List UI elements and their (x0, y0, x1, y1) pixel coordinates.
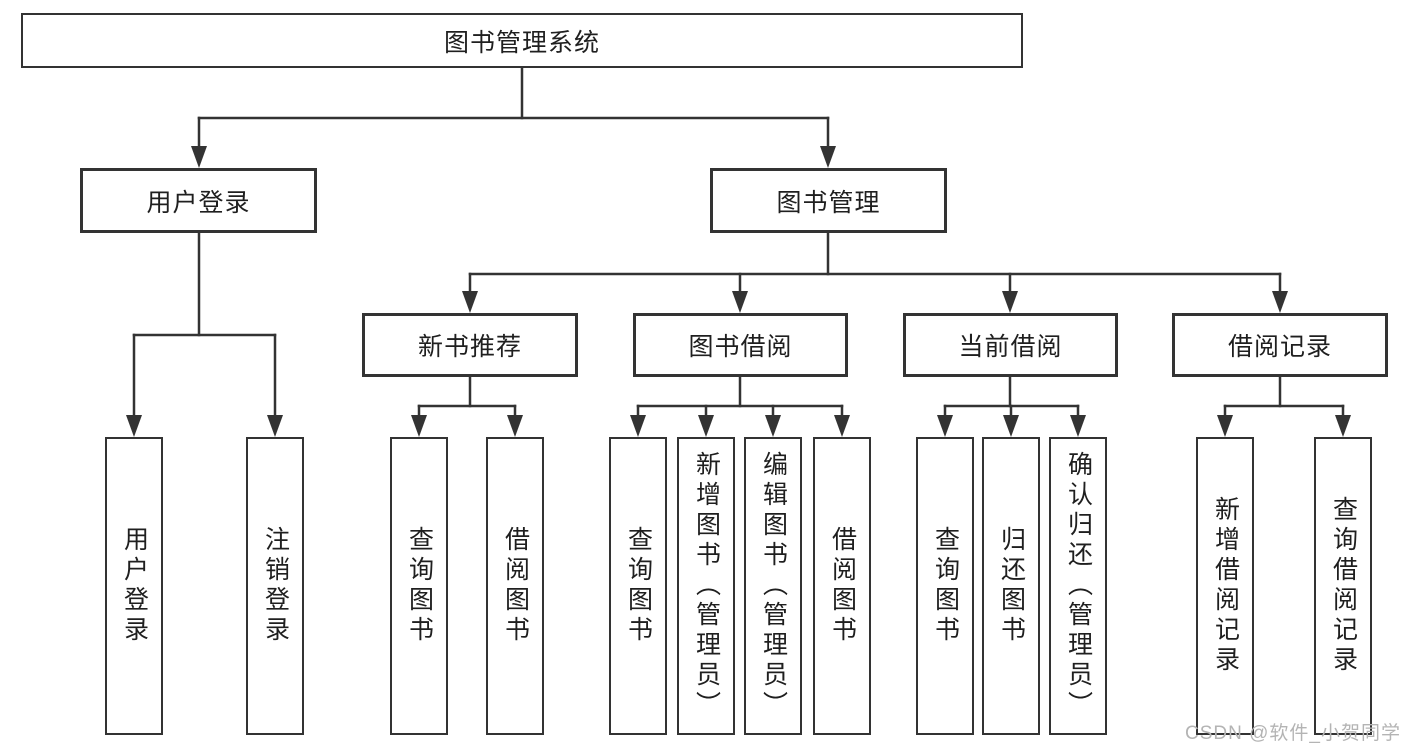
node-book-management-label: 图书管理 (776, 188, 881, 217)
leaf-confirm-return-admin-label: 确认归还︵管理员︶ (1064, 451, 1093, 721)
node-new-book-recommend-label: 新书推荐 (417, 333, 522, 361)
leaf-return-books-label: 归还图书 (997, 526, 1026, 646)
leaf-logout: 注销登录 (246, 437, 304, 735)
watermark: CSDN @软件_小贺同学 (1185, 723, 1401, 744)
leaf-edit-book-admin-label: 编辑图书︵管理员︶ (759, 451, 788, 721)
node-user-login: 用户登录 (80, 168, 317, 233)
node-root-label: 图书管理系统 (443, 28, 600, 57)
node-borrow-records: 借阅记录 (1172, 313, 1388, 377)
leaf-query-borrow-record-label: 查询借阅记录 (1329, 496, 1358, 676)
node-current-borrow-label: 当前借阅 (958, 333, 1063, 361)
leaf-newrec-borrow-books: 借阅图书 (486, 437, 544, 735)
leaf-edit-book-admin: 编辑图书︵管理员︶ (744, 437, 802, 735)
node-new-book-recommend: 新书推荐 (362, 313, 578, 377)
leaf-add-borrow-record: 新增借阅记录 (1196, 437, 1254, 735)
leaf-add-book-admin: 新增图书︵管理员︶ (677, 437, 735, 735)
leaf-borrow-query-books-label: 查询图书 (624, 526, 653, 646)
arrowheads (126, 146, 1351, 437)
leaf-newrec-borrow-books-label: 借阅图书 (501, 526, 530, 646)
leaf-query-borrow-record: 查询借阅记录 (1314, 437, 1372, 735)
leaf-add-book-admin-label: 新增图书︵管理员︶ (692, 451, 721, 721)
leaf-logout-label: 注销登录 (261, 526, 290, 646)
leaf-confirm-return-admin: 确认归还︵管理员︶ (1049, 437, 1107, 735)
node-book-management: 图书管理 (710, 168, 947, 233)
leaf-borrow-borrow-books: 借阅图书 (813, 437, 871, 735)
leaf-borrow-borrow-books-label: 借阅图书 (828, 526, 857, 646)
node-root: 图书管理系统 (21, 13, 1023, 68)
node-book-borrow-label: 图书借阅 (688, 333, 793, 361)
leaf-current-query-books-label: 查询图书 (931, 526, 960, 646)
node-borrow-records-label: 借阅记录 (1227, 333, 1332, 361)
node-user-login-label: 用户登录 (146, 188, 251, 217)
leaf-add-borrow-record-label: 新增借阅记录 (1211, 496, 1240, 676)
leaf-newrec-query-books-label: 查询图书 (405, 526, 434, 646)
node-book-borrow: 图书借阅 (633, 313, 848, 377)
leaf-user-login-label: 用户登录 (120, 526, 149, 646)
leaf-newrec-query-books: 查询图书 (390, 437, 448, 735)
leaf-return-books: 归还图书 (982, 437, 1040, 735)
leaf-current-query-books: 查询图书 (916, 437, 974, 735)
node-current-borrow: 当前借阅 (903, 313, 1118, 377)
leaf-borrow-query-books: 查询图书 (609, 437, 667, 735)
leaf-user-login: 用户登录 (105, 437, 163, 735)
